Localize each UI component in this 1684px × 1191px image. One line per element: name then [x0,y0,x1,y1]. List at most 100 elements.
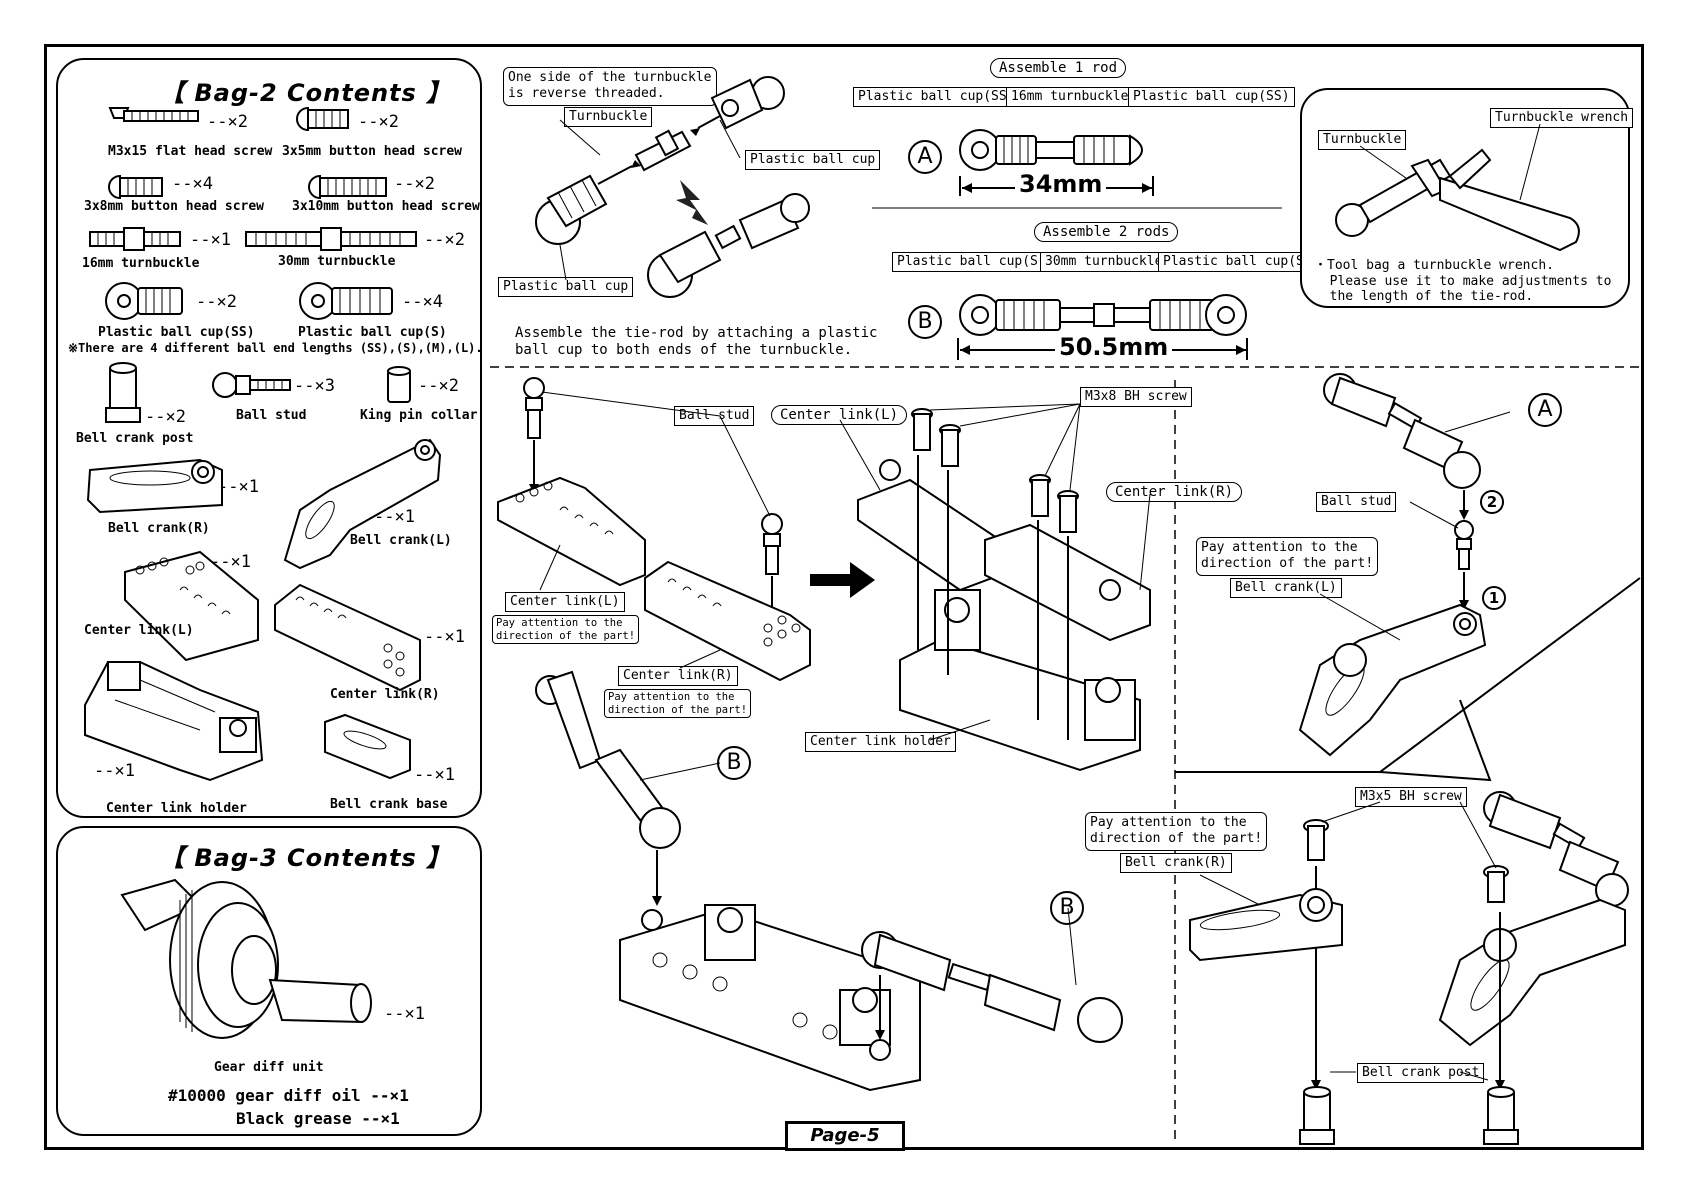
wrench-note: ・Tool bag a turnbuckle wrench. Please us… [1314,258,1612,305]
rod-b-middle-label: 30mm turnbuckle [1040,252,1168,272]
label-bell-crank-post: Bell crank post [76,431,194,446]
rod-b-length: 50.5mm [1055,333,1173,361]
bell-crank-icon [1189,888,1343,962]
assembled-tie-rod-icon [647,193,810,298]
tie-rod-instruction: Assemble the tie-rod by attaching a plas… [515,325,878,358]
rod-b-icon [959,294,1247,336]
qty-bell-crank-post: --×2 [145,407,186,427]
rod-b-heading: Assemble 2 rods [1034,222,1179,242]
turnbuckle-icon [89,227,181,251]
qty-ball-cup-ss: --×2 [196,292,237,312]
qty-3x10-screw: --×2 [394,174,435,194]
ball-stud-icon [212,372,291,398]
qty-30mm-turnbuckle: --×2 [424,230,465,250]
label-gear-diff: Gear diff unit [214,1060,324,1075]
screw-icon [1303,819,1329,861]
center-link-holder-icon [84,661,264,782]
king-pin-collar-icon [387,366,411,403]
qty-center-link-l: --×1 [210,552,251,572]
assembly-attention-l: Pay attention to the direction of the pa… [492,615,640,645]
label-flat-screw: M3x15 flat head screw [108,144,273,159]
rod-b-right-label: Plastic ball cup(S) [1158,252,1317,272]
right-m3x5-label: M3x5 BH screw [1355,787,1467,807]
qty-king-pin-collar: --×2 [418,376,459,396]
ball-cup-icon [105,282,183,320]
button-head-screw-icon [296,106,349,132]
label-ball-cup-s: Plastic ball cup(S) [298,325,447,340]
label-3x10-screw: 3x10mm button head screw [292,199,480,214]
turnbuckle-icon [245,227,417,251]
step-1-badge: 1 [1482,586,1506,610]
label-plastic-ball-cup-1: Plastic ball cup [745,150,881,170]
label-ball-cup-ss: Plastic ball cup(SS) [98,325,255,340]
right-bell-crank-post-label: Bell crank post [1357,1063,1485,1083]
qty-center-link-r: --×1 [424,627,465,647]
rod-b-letter: B [908,305,942,339]
label-turnbuckle: Turnbuckle [564,107,653,127]
qty-ball-stud: --×3 [294,376,335,396]
tie-rod-icon [535,670,681,849]
qty-16mm-turnbuckle: --×1 [190,230,231,250]
rod-b-left-label: Plastic ball cup(S) [892,252,1051,272]
assembly-holder-label: Center link holder [805,732,956,752]
right-ball-stud-label: Ball stud [1316,492,1397,512]
arrow-icon [810,562,875,598]
assembly-attention-r: Pay attention to the direction of the pa… [604,689,752,719]
label-3x8-screw: 3x8mm button head screw [84,199,265,214]
label-center-link-r: Center link(R) [330,687,440,702]
right-bell-crank-r-label: Bell crank(R) [1120,853,1232,873]
center-link-icon [497,476,646,587]
right-attention-r: Pay attention to the direction of the pa… [1085,812,1268,851]
assembly-center-link-l-label: Center link(L) [505,592,625,612]
ball-cup-icon [299,282,393,320]
center-link-holder-icon [899,589,1141,772]
label-bell-crank-r: Bell crank(R) [108,521,210,536]
rod-a-right-label: Plastic ball cup(SS) [1128,87,1295,107]
wrench-turnbuckle-label: Turnbuckle [1318,130,1407,150]
wrench-label: Turnbuckle wrench [1490,108,1634,128]
reverse-thread-note: One side of the turnbuckle is reverse th… [503,67,717,106]
label-bell-crank-l: Bell crank(L) [350,533,452,548]
rod-a-length: 34mm [1015,170,1107,198]
center-link-icon [644,560,811,682]
right-bell-crank-l-label: Bell crank(L) [1230,578,1342,598]
bell-crank-icon [1298,603,1487,757]
qty-bell-crank-r: --×1 [218,477,259,497]
screw-icon [1483,865,1509,903]
label-30mm-turnbuckle: 30mm turnbuckle [278,254,396,269]
gear-diff-icon [120,878,372,1039]
assembly-m3x8-label: M3x8 BH screw [1080,387,1192,407]
qty-3x5-screw: --×2 [358,112,399,132]
label-bell-crank-base: Bell crank base [330,797,448,812]
label-center-link-holder: Center link holder [106,801,247,816]
rod-a-letter: A [908,140,942,174]
rod-a-heading: Assemble 1 rod [990,58,1127,78]
bag2-title: 【 Bag-2 Contents 】 [160,79,452,107]
bag3-title: 【 Bag-3 Contents 】 [160,844,452,872]
bell-crank-post-icon [1299,1086,1335,1145]
screw-icon [911,408,1079,533]
ball-end-note: ※There are 4 different ball end lengths … [68,341,483,355]
label-diff-oil: #10000 gear diff oil --×1 [168,1086,409,1105]
label-16mm-turnbuckle: 16mm turnbuckle [82,256,200,271]
qty-center-link-holder: --×1 [94,761,135,781]
turnbuckle-wrench-icon [1335,148,1580,252]
rod-a-middle-label: 16mm turnbuckle [1006,87,1134,107]
bell-crank-base-icon [324,713,411,780]
rod-a-icon [959,129,1143,171]
ball-cup-icon [710,76,785,130]
tie-rod-icon [1323,373,1481,489]
assembly-center-link-r-top: Center link(R) [1106,482,1243,502]
flat-head-screw-icon [108,107,199,122]
assembly-letter-b2: B [1050,891,1084,925]
center-link-icon [124,550,259,662]
bell-crank-icon [86,458,223,514]
bell-crank-icon [1438,898,1626,1047]
ball-cup-icon [535,174,608,245]
qty-flat-screw: --×2 [207,112,248,132]
